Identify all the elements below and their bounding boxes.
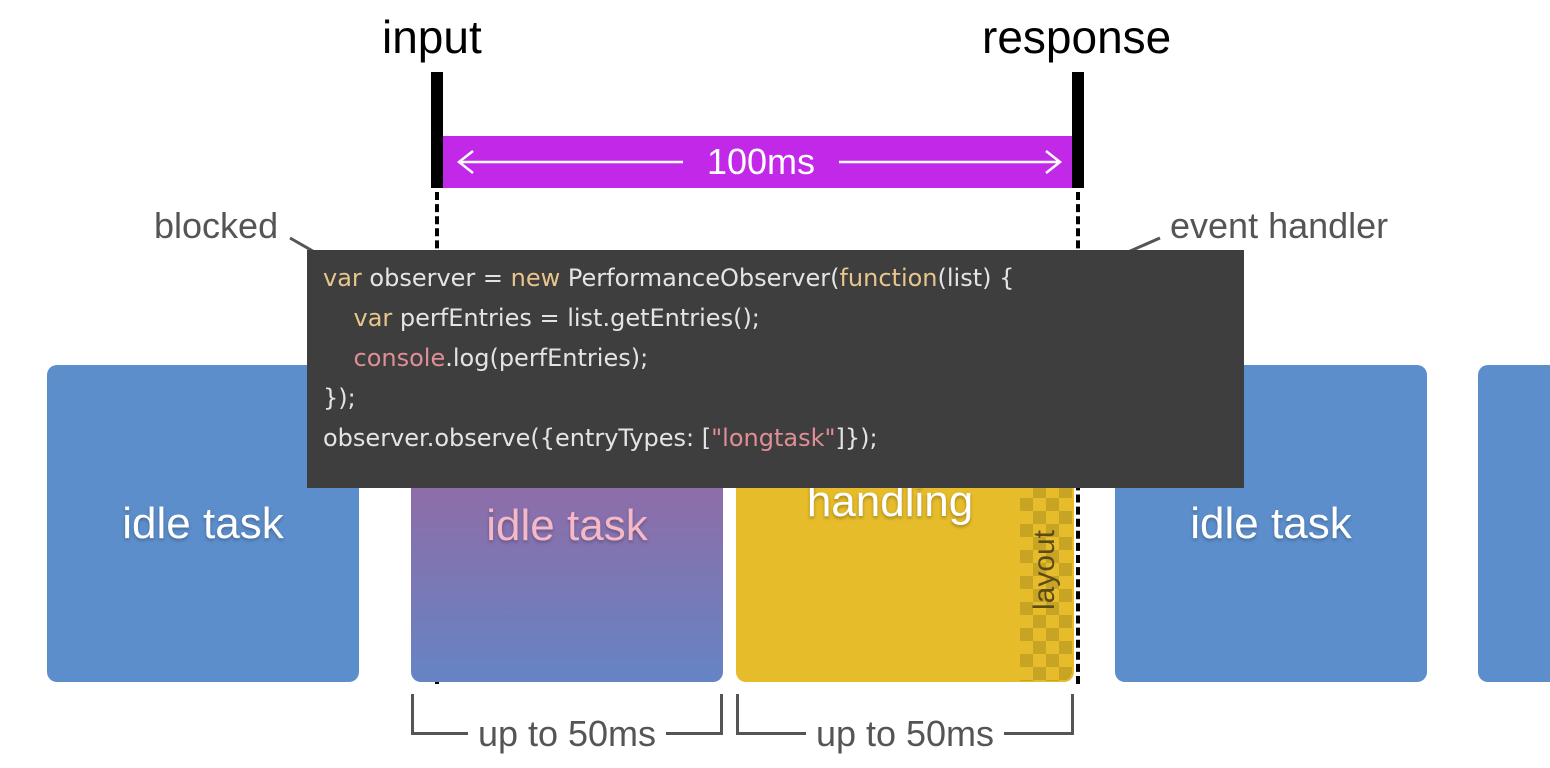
input-label: input xyxy=(382,11,482,63)
code-line-5: observer.observe({entryTypes: ["longtask… xyxy=(323,424,878,452)
code-snippet: var observer = new PerformanceObserver(f… xyxy=(307,250,1244,488)
blocked-label: blocked xyxy=(154,205,279,246)
bracket-second: up to 50ms xyxy=(736,694,1074,754)
response-marker xyxy=(1072,72,1084,188)
idle-task-right-label: idle task xyxy=(1190,498,1352,548)
response-label: response xyxy=(982,11,1172,63)
bracket-first: up to 50ms xyxy=(411,694,723,754)
double-arrow-icon xyxy=(456,150,1063,174)
layout-strip: layout xyxy=(1020,485,1072,681)
duration-bar: 100ms xyxy=(443,136,1072,188)
code-line-4: }); xyxy=(323,384,356,412)
event-handler-label: event handler xyxy=(1170,205,1389,246)
bracket-second-label: up to 50ms xyxy=(805,713,1005,754)
code-line-1: var observer = new PerformanceObserver(f… xyxy=(323,264,1015,292)
code-line-3: console.log(perfEntries); xyxy=(353,344,649,372)
idle-task-block-partial xyxy=(1478,365,1550,682)
layout-label: layout xyxy=(1028,529,1061,611)
duration-label: 100ms xyxy=(706,141,816,182)
code-line-2: var perfEntries = list.getEntries(); xyxy=(353,304,760,332)
event-handler-leader-line xyxy=(1127,236,1161,254)
bracket-first-label: up to 50ms xyxy=(467,713,667,754)
input-marker xyxy=(431,72,443,188)
blocked-idle-task-label: idle task xyxy=(486,500,648,550)
idle-task-label: idle task xyxy=(122,498,284,548)
